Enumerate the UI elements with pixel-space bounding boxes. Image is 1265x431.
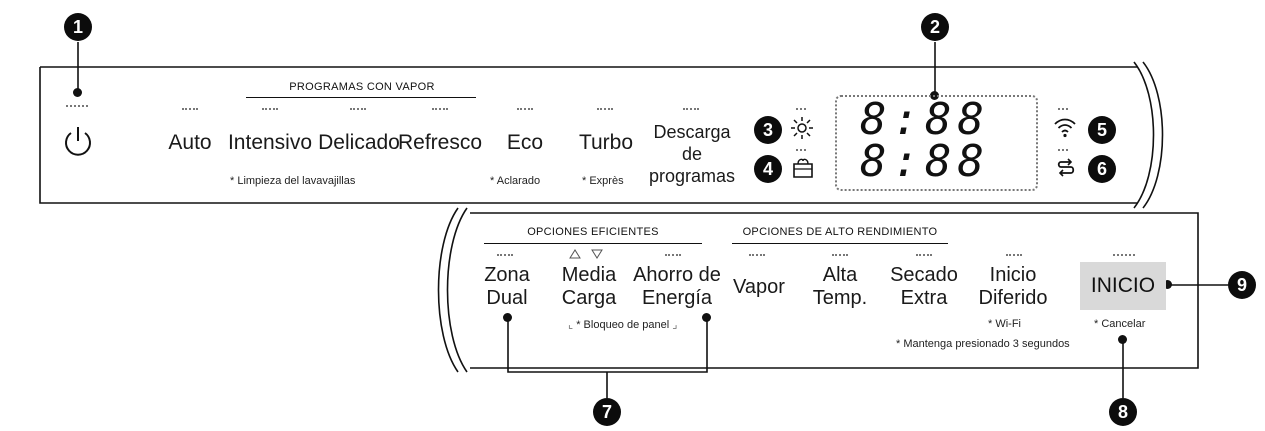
led-delicado bbox=[350, 108, 366, 112]
option-zona-dual-button[interactable]: Zona Dual bbox=[472, 264, 542, 310]
option-vapor-button[interactable]: Vapor bbox=[724, 276, 794, 299]
alto-rendimiento-header: OPCIONES DE ALTO RENDIMIENTO bbox=[742, 226, 938, 238]
alto-rendimiento-rule bbox=[732, 243, 948, 244]
time-display bbox=[835, 95, 1038, 191]
secado-line-2: Extra bbox=[900, 287, 948, 309]
display-row-1: 8:88 bbox=[860, 94, 990, 145]
led-salt bbox=[796, 149, 806, 153]
zona-dual-line-2: Dual bbox=[486, 287, 528, 309]
rinse-aid-icon bbox=[791, 117, 813, 139]
start-button[interactable]: INICIO bbox=[1080, 262, 1166, 310]
alta-temp-line-2: Temp. bbox=[812, 287, 868, 309]
led-rinse bbox=[796, 108, 806, 112]
led-inicio-diferido bbox=[1006, 254, 1022, 258]
led-ahorro bbox=[665, 254, 681, 258]
led-refresco bbox=[432, 108, 448, 112]
led-auto bbox=[182, 108, 198, 112]
led-wifi bbox=[1058, 108, 1068, 112]
power-icon[interactable] bbox=[60, 124, 96, 160]
program-auto-button[interactable]: Auto bbox=[168, 131, 212, 154]
ahorro-line-2: Energía bbox=[641, 287, 713, 309]
wifi-icon bbox=[1054, 118, 1076, 138]
callout-8: 8 bbox=[1109, 398, 1137, 426]
note-mantenga: * Mantenga presionado 3 segundos bbox=[896, 338, 1070, 350]
option-inicio-diferido-button[interactable]: Inicio Diferido bbox=[970, 264, 1056, 310]
led-inicio bbox=[1113, 254, 1135, 258]
note-cancelar: * Cancelar bbox=[1094, 318, 1146, 330]
program-delicado-button[interactable]: Delicado bbox=[318, 131, 400, 154]
programas-header-rule bbox=[246, 97, 476, 98]
ahorro-line-1: Ahorro de bbox=[633, 264, 721, 286]
led-remote bbox=[1058, 149, 1068, 153]
top-panel-curve-inner bbox=[1133, 61, 1155, 209]
leader-dot-9 bbox=[1163, 280, 1172, 289]
led-zona-dual bbox=[497, 254, 513, 258]
note-wifi: * Wi-Fi bbox=[988, 318, 1021, 330]
media-carga-line-1: Media bbox=[561, 264, 617, 286]
option-media-carga-button[interactable]: Media Carga bbox=[554, 264, 624, 310]
callout-5: 5 bbox=[1088, 116, 1116, 144]
display-row-2: 8:88 bbox=[860, 136, 990, 187]
led-descarga bbox=[683, 108, 699, 112]
top-panel-curve-outer bbox=[1142, 61, 1164, 209]
opciones-eficientes-header: OPCIONES EFICIENTES bbox=[527, 226, 659, 238]
callout-2: 2 bbox=[921, 13, 949, 41]
option-ahorro-energia-button[interactable]: Ahorro de Energía bbox=[630, 264, 724, 310]
power-led bbox=[66, 105, 88, 109]
note-expres: * Exprès bbox=[582, 175, 624, 187]
media-carga-line-2: Carga bbox=[561, 287, 617, 309]
program-intensivo-button[interactable]: Intensivo bbox=[227, 131, 313, 154]
led-secado bbox=[916, 254, 932, 258]
bottom-panel-curve-inner bbox=[446, 207, 468, 373]
inicio-diferido-line-2: Diferido bbox=[978, 287, 1048, 309]
leader-dot-1 bbox=[73, 88, 82, 97]
callout-7: 7 bbox=[593, 398, 621, 426]
program-turbo-button[interactable]: Turbo bbox=[578, 131, 634, 154]
note-bloqueo-panel: ⌞ * Bloqueo de panel ⌟ bbox=[568, 319, 678, 331]
zona-dual-line-1: Zona bbox=[484, 264, 530, 286]
callout-4: 4 bbox=[754, 155, 782, 183]
callout-9: 9 bbox=[1228, 271, 1256, 299]
callout-6: 6 bbox=[1088, 155, 1116, 183]
eficientes-rule bbox=[484, 243, 702, 244]
led-turbo bbox=[597, 108, 613, 112]
leader-dot-8 bbox=[1118, 335, 1127, 344]
programas-header: PROGRAMAS CON VAPOR bbox=[289, 81, 435, 93]
callout-3: 3 bbox=[754, 116, 782, 144]
alta-temp-line-1: Alta bbox=[822, 264, 858, 286]
program-eco-button[interactable]: Eco bbox=[506, 131, 544, 154]
note-limpieza: * Limpieza del lavavajillas bbox=[230, 175, 356, 187]
inicio-diferido-line-1: Inicio bbox=[989, 264, 1037, 286]
leader-dot-7a bbox=[503, 313, 512, 322]
program-refresco-button[interactable]: Refresco bbox=[397, 131, 483, 154]
option-alta-temp-button[interactable]: Alta Temp. bbox=[805, 264, 875, 310]
led-eco bbox=[517, 108, 533, 112]
option-secado-extra-button[interactable]: Secado Extra bbox=[886, 264, 962, 310]
media-carga-arrows-icon bbox=[569, 249, 603, 259]
led-intensivo bbox=[262, 108, 278, 112]
secado-line-1: Secado bbox=[890, 264, 958, 286]
vapor-line-1: Vapor bbox=[733, 276, 785, 298]
note-aclarado: * Aclarado bbox=[490, 175, 541, 187]
led-alta-temp bbox=[832, 254, 848, 258]
leader-dot-7b bbox=[702, 313, 711, 322]
callout-1: 1 bbox=[64, 13, 92, 41]
led-vapor bbox=[749, 254, 765, 258]
remote-start-icon bbox=[1057, 158, 1075, 177]
descarga-line-2: programas bbox=[648, 166, 736, 186]
note-bloqueo-text: * Bloqueo de panel bbox=[576, 319, 670, 331]
descarga-line-1: Descarga de bbox=[653, 122, 731, 164]
machine-clean-icon bbox=[793, 158, 813, 178]
descarga-programas-button[interactable]: Descarga de programas bbox=[644, 121, 740, 187]
bottom-panel-curve-outer bbox=[437, 207, 459, 373]
